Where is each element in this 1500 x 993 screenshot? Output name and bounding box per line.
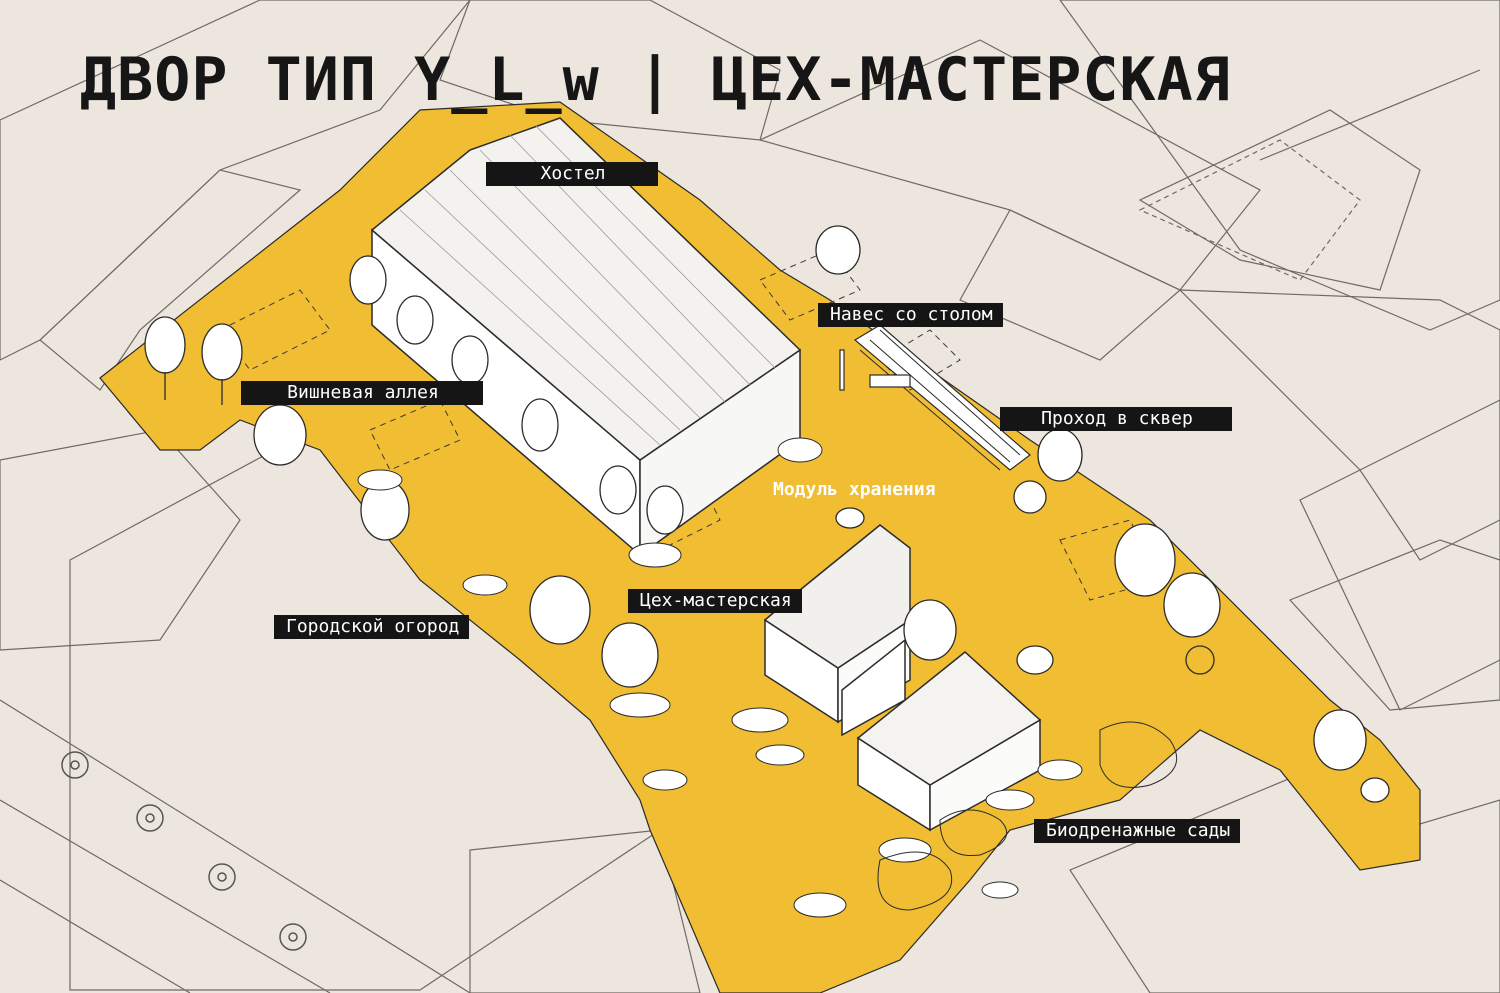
bio-drainage-outlines <box>877 721 1178 911</box>
label-bio-gardens: Биодренажные сады <box>1034 819 1241 843</box>
street-planters <box>61 751 307 951</box>
label-storage-module: Модуль хранения <box>773 479 936 500</box>
workshop-building <box>763 524 1042 832</box>
garden-plantings <box>357 437 1083 918</box>
page-title: ДВОР ТИП Y_L_w | ЦЕХ-МАСТЕРСКАЯ <box>80 45 1231 115</box>
yard-surface <box>99 101 1421 993</box>
label-hostel: Хостел <box>486 162 658 186</box>
label-city-garden: Городской огород <box>274 615 470 639</box>
label-cherry-alley: Вишневая аллея <box>241 381 483 405</box>
trees <box>144 225 1390 803</box>
label-passage: Проход в сквер <box>1000 407 1232 431</box>
label-canopy: Навес со столом <box>818 303 1003 327</box>
canopy-structure <box>839 324 1031 471</box>
label-workshop: Цех-мастерская <box>628 589 802 613</box>
